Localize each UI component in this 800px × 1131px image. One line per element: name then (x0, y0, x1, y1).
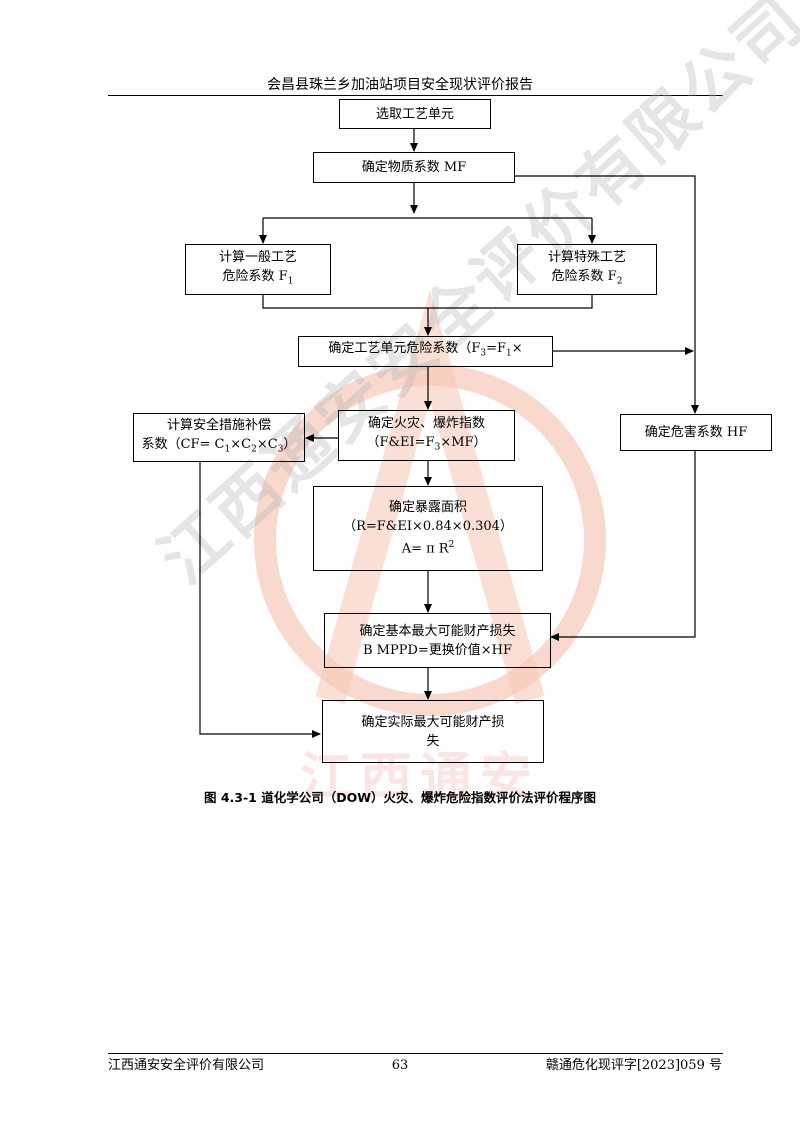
edge-hf-to-base (550, 451, 696, 641)
node-general-process-hazard: 计算一般工艺 危险系数 F1 (185, 244, 331, 295)
edge-special-merge (428, 295, 593, 309)
node-safety-credit-factor: 计算安全措施补偿 系数（CF= C1×C2×C3） (133, 413, 305, 462)
node-unit-hazard-factor: 确定工艺单元危险系数（F3=F1× (298, 336, 553, 367)
header-rule (108, 95, 723, 96)
edge-mf-to-hf (515, 175, 699, 414)
footer-page-number: 63 (391, 1058, 409, 1073)
node-fire-explosion-index: 确定火灾、爆炸指数 （F&EI=F3×MF） (338, 410, 515, 461)
edge-credit-to-actual (199, 461, 321, 738)
footer-document-number: 赣通危化现评字[2023]059 号 (545, 1058, 722, 1073)
figure-caption: 图 4.3-1 道化学公司（DOW）火灾、爆炸危险指数评价法评价程序图 (203, 790, 597, 805)
watermark-bottom-text: 江西通安 (300, 747, 541, 808)
node-actual-mppd: 确定实际最大可能财产损 失 (322, 700, 544, 763)
footer-company: 江西通安安全评价有限公司 (108, 1058, 265, 1073)
node-special-process-hazard: 计算特殊工艺 危险系数 F2 (517, 244, 657, 295)
node-exposure-area: 确定暴露面积 （R=F&EI×0.84×0.304） A= π R2 (313, 486, 543, 571)
edge-general-merge (262, 295, 428, 309)
node-base-mppd: 确定基本最大可能财产损失 B MPPD=更换价值×HF (324, 613, 551, 668)
node-material-factor: 确定物质系数 MF (313, 152, 515, 183)
header-title: 会昌县珠兰乡加油站项目安全现状评价报告 (267, 77, 533, 93)
node-select-process-unit: 选取工艺单元 (339, 99, 491, 129)
node-damage-factor: 确定危害系数 HF (620, 414, 772, 451)
footer-rule (108, 1053, 723, 1054)
